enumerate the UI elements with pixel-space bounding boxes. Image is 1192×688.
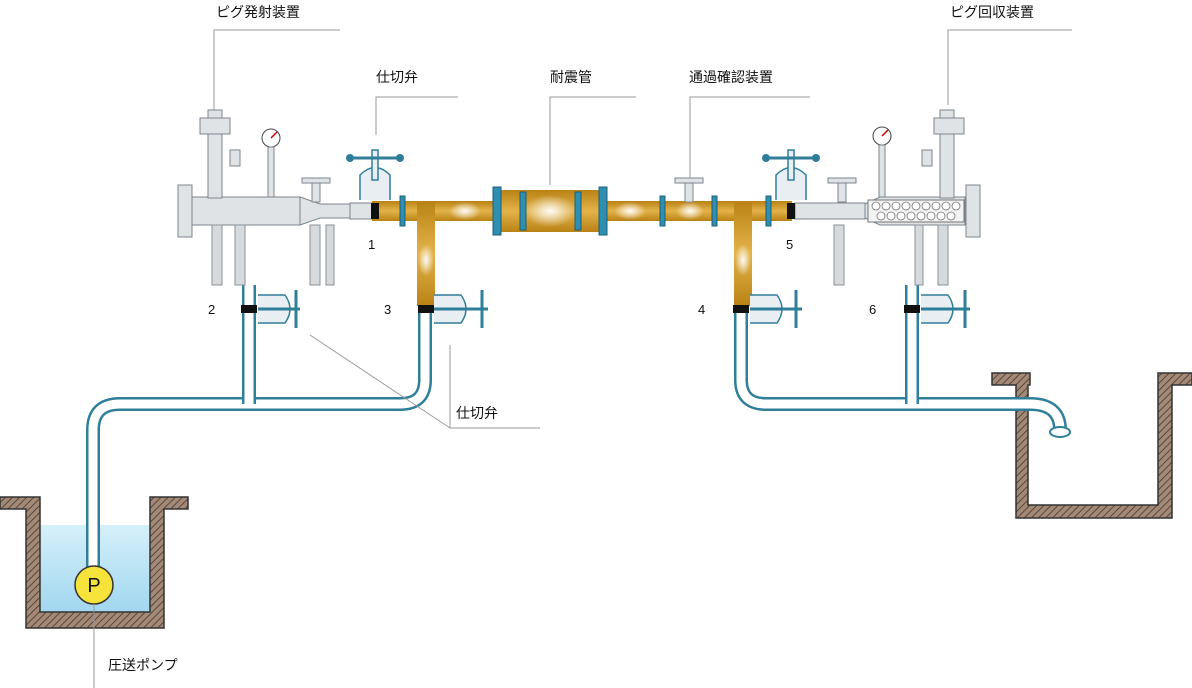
pigs-in-receiver (867, 199, 972, 223)
launcher-fittings (177, 109, 281, 238)
valve-number-3: 3 (384, 302, 391, 317)
right-pit (991, 372, 1192, 519)
valve-2[interactable] (258, 290, 300, 328)
valve-number-2: 2 (208, 302, 215, 317)
valve-5[interactable] (762, 149, 820, 200)
valve-number-5: 5 (786, 237, 793, 252)
valve-4[interactable] (750, 290, 802, 328)
valve-number-6: 6 (869, 302, 876, 317)
support-legs (211, 224, 949, 286)
label-receiver: ピグ回収装置 (950, 5, 1034, 21)
lower-piping (86, 245, 1071, 575)
valve-1[interactable] (346, 149, 404, 200)
label-pump: 圧送ポンプ (108, 658, 178, 674)
receiver-fittings (872, 109, 981, 238)
pit-wall-right (991, 372, 1192, 519)
valve-number-1: 1 (368, 237, 375, 252)
label-gate-valve-top: 仕切弁 (376, 70, 418, 86)
gate-valves (258, 149, 970, 328)
valve-3[interactable] (434, 290, 488, 328)
label-passage-check: 通過確認装置 (689, 70, 773, 86)
leader-lines (213, 29, 1072, 429)
label-seismic-pipe: 耐震管 (550, 70, 592, 86)
launcher-barrel (179, 196, 301, 226)
passage-check-devices (301, 177, 857, 203)
label-gate-valve-bottom: 仕切弁 (456, 406, 498, 422)
pit-wall (0, 496, 189, 629)
main-header (179, 186, 966, 313)
labels: ピグ発射装置 ピグ回収装置 仕切弁 耐震管 通過確認装置 仕切弁 圧送ポンプ 1… (108, 5, 1034, 674)
pump: P (74, 565, 114, 688)
valve-6[interactable] (921, 290, 970, 328)
valve-number-4: 4 (698, 302, 705, 317)
label-launcher: ピグ発射装置 (216, 5, 300, 21)
pump-letter: P (87, 575, 100, 597)
